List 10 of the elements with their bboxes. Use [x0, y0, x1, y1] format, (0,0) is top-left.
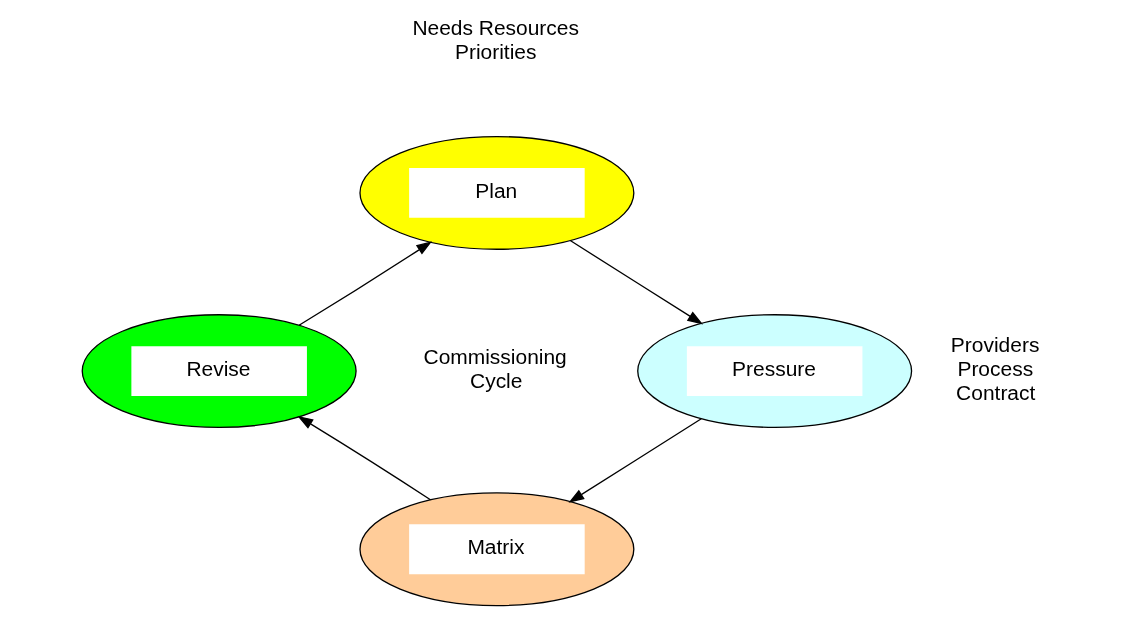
arrow: [296, 415, 431, 501]
node-ellipse: Plan: [358, 135, 634, 250]
node-ellipse: Matrix: [358, 492, 634, 607]
node-label: Needs Resources Priorities: [411, 16, 579, 63]
arrow: [569, 239, 703, 325]
arrow: [568, 418, 702, 503]
arrow: [297, 241, 432, 326]
node-ellipse: Pressure: [636, 314, 912, 429]
node-label: Providers Process Contract: [950, 333, 1039, 404]
label: Commissioning Cycle: [423, 345, 567, 392]
